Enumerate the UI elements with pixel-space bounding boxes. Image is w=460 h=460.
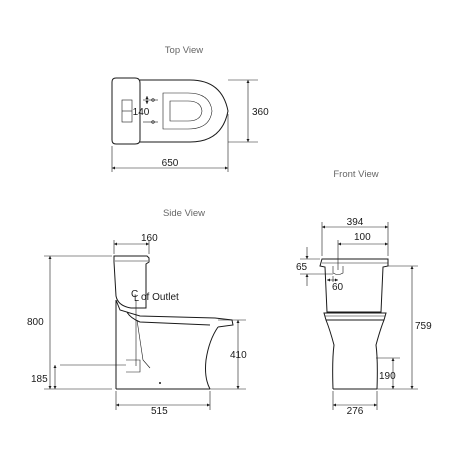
- front-base-width-label: 276: [347, 406, 364, 417]
- side-outlet-height-label: 185: [31, 374, 48, 385]
- side-view-outline: [113, 255, 234, 390]
- front-inlet-depth-label: 65: [296, 262, 308, 273]
- top-length-dim-label: 650: [162, 158, 179, 169]
- side-base-length-label: 515: [151, 406, 168, 417]
- side-seat-height-label: 410: [230, 350, 247, 361]
- side-cistern-depth-label: 160: [141, 233, 158, 244]
- side-view-title: Side View: [163, 208, 205, 219]
- front-view: Front View 394 100 65: [296, 169, 432, 417]
- top-depth-dim-label: 360: [252, 107, 269, 118]
- front-inlet-width-label: 100: [354, 232, 371, 243]
- top-view-title: Top View: [165, 45, 204, 56]
- front-view-outline: [319, 258, 389, 390]
- centerline-symbol: C: [131, 289, 138, 300]
- centerline-subscript: L: [134, 293, 139, 303]
- front-height-label: 759: [415, 321, 432, 332]
- side-total-height-label: 800: [27, 317, 44, 328]
- top-view-outline: [111, 77, 229, 145]
- front-base-height-label: 190: [379, 371, 396, 382]
- side-view: Side View 160 800: [27, 208, 247, 417]
- top-view: Top View 140 360 650: [111, 45, 269, 172]
- front-view-title: Front View: [333, 169, 378, 180]
- front-width-label: 394: [347, 217, 364, 228]
- top-outlet-dim-label: 140: [133, 107, 150, 118]
- front-inlet-offset-label: 60: [332, 282, 344, 293]
- outlet-note: of Outlet: [141, 292, 179, 303]
